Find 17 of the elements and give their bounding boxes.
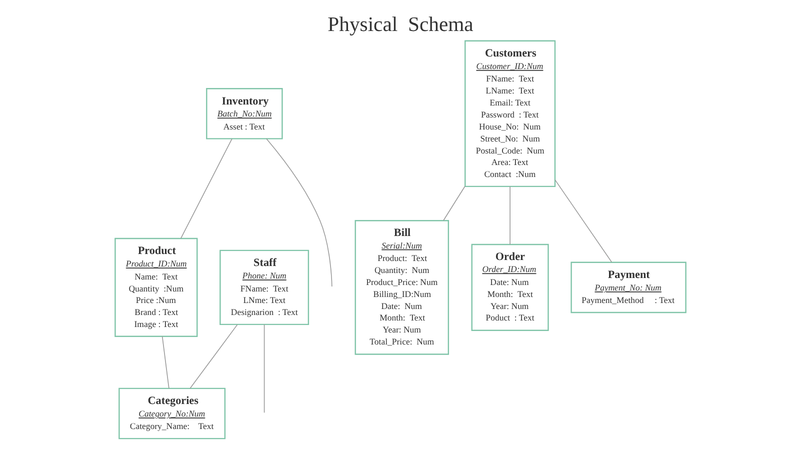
connector <box>263 324 264 414</box>
connector <box>180 138 232 239</box>
node-box: Product Product_ID:Num Name: Text Quantity :Num Price :Num Brand : Text Image : Text <box>114 238 198 337</box>
diagram-title: Physical Schema <box>327 14 473 36</box>
connector <box>161 336 169 389</box>
node-box: Staff Phone: Num FName: Text LNme: Text Designarion : Text <box>219 250 309 326</box>
node-box: Customers Customer_ID:Num FName: Text LName: Text Email: Text Password : Text House_No: Num Street_No: Num Postal_Code: Num Area: Text Contact :Num <box>464 40 556 188</box>
connector <box>442 186 465 221</box>
node-box: Payment Payment_No: Num Payment_Method : Text <box>570 262 686 314</box>
node-box: Inventory Batch_No:Num Asset : Text <box>206 88 282 140</box>
node-box: Bill Serial:Num Product: Text Quantity: Num Product_Price: Num Billing_ID:Num Date: Num Month: Text Year: Num Total_Price: Num <box>354 220 449 355</box>
node-box: Categories Category_No:Num Category_Name: Text <box>118 388 226 440</box>
connector <box>189 324 238 389</box>
connector <box>554 179 612 263</box>
node-box: Order Order_ID:Num Date: Num Month: Text Year: Num Poduct : Text <box>470 244 548 331</box>
connector <box>509 186 510 245</box>
connector <box>266 138 332 287</box>
